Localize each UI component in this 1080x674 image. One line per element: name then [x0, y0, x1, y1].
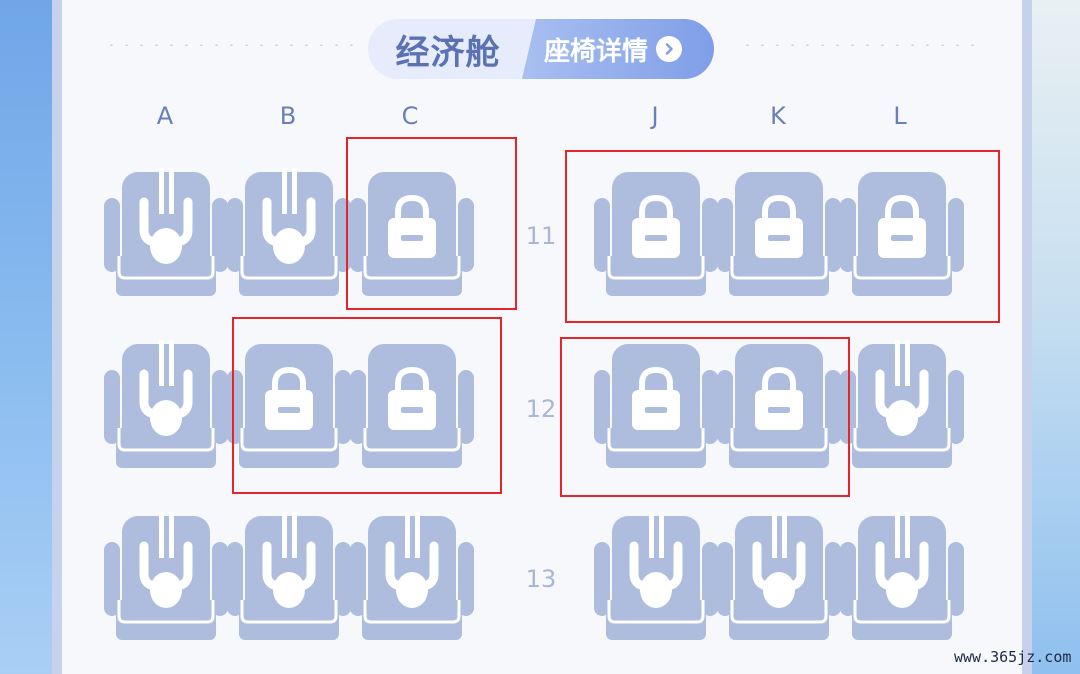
lock-icon	[717, 172, 841, 296]
occupied-seat-icon	[227, 168, 351, 296]
divider-right	[740, 44, 980, 46]
highlight-box-12jk	[560, 337, 850, 497]
seat-11c[interactable]	[348, 168, 476, 298]
column-label-a: A	[156, 102, 174, 130]
column-label-b: B	[279, 102, 297, 130]
lock-icon	[717, 344, 841, 468]
seat-details-label: 座椅详情	[544, 36, 649, 67]
occupied-seat-icon	[104, 168, 228, 296]
lock-icon	[594, 172, 718, 296]
occupied-seat-icon	[594, 512, 718, 640]
seat-13b[interactable]	[225, 512, 353, 642]
occupied-seat-icon	[840, 512, 964, 640]
seat-11l[interactable]	[838, 168, 966, 298]
watermark-text: www.365jz.com	[954, 648, 1072, 666]
lock-icon	[350, 172, 474, 296]
occupied-seat-icon	[350, 512, 474, 640]
highlight-box-11c	[346, 137, 517, 310]
column-label-k: K	[770, 102, 786, 130]
chevron-right-circle-icon	[656, 36, 683, 62]
cabin-header: 经济舱 座椅详情	[368, 19, 714, 79]
lock-icon	[350, 344, 474, 468]
seat-13j[interactable]	[592, 512, 720, 642]
seat-11b[interactable]	[225, 168, 353, 298]
seat-details-button[interactable]: 座椅详情	[522, 19, 714, 79]
seat-12k[interactable]	[715, 340, 843, 470]
seat-12a[interactable]	[102, 340, 230, 470]
column-label-c: C	[401, 102, 419, 130]
seat-13l[interactable]	[838, 512, 966, 642]
occupied-seat-icon	[227, 512, 351, 640]
occupied-seat-icon	[104, 512, 228, 640]
seat-12l[interactable]	[838, 340, 966, 470]
seat-12c[interactable]	[348, 340, 476, 470]
seat-11k[interactable]	[715, 168, 843, 298]
column-label-j: J	[651, 102, 659, 130]
row-number-11: 11	[525, 222, 557, 250]
seat-12b[interactable]	[225, 340, 353, 470]
background-right-strip	[1032, 0, 1080, 674]
row-number-13: 13	[525, 565, 557, 593]
highlight-box-11jkl	[565, 150, 1000, 323]
occupied-seat-icon	[717, 512, 841, 640]
row-number-12: 12	[525, 395, 557, 423]
lock-icon	[227, 344, 351, 468]
lock-icon	[594, 344, 718, 468]
column-label-l: L	[893, 102, 907, 130]
cabin-name: 经济舱	[395, 32, 501, 73]
highlight-box-12bc	[232, 317, 502, 494]
divider-left	[104, 44, 356, 46]
seat-11j[interactable]	[592, 168, 720, 298]
seat-11a[interactable]	[102, 168, 230, 298]
seat-13k[interactable]	[715, 512, 843, 642]
occupied-seat-icon	[840, 340, 964, 468]
lock-icon	[840, 172, 964, 296]
occupied-seat-icon	[104, 340, 228, 468]
seat-13a[interactable]	[102, 512, 230, 642]
seat-13c[interactable]	[348, 512, 476, 642]
seat-12j[interactable]	[592, 340, 720, 470]
